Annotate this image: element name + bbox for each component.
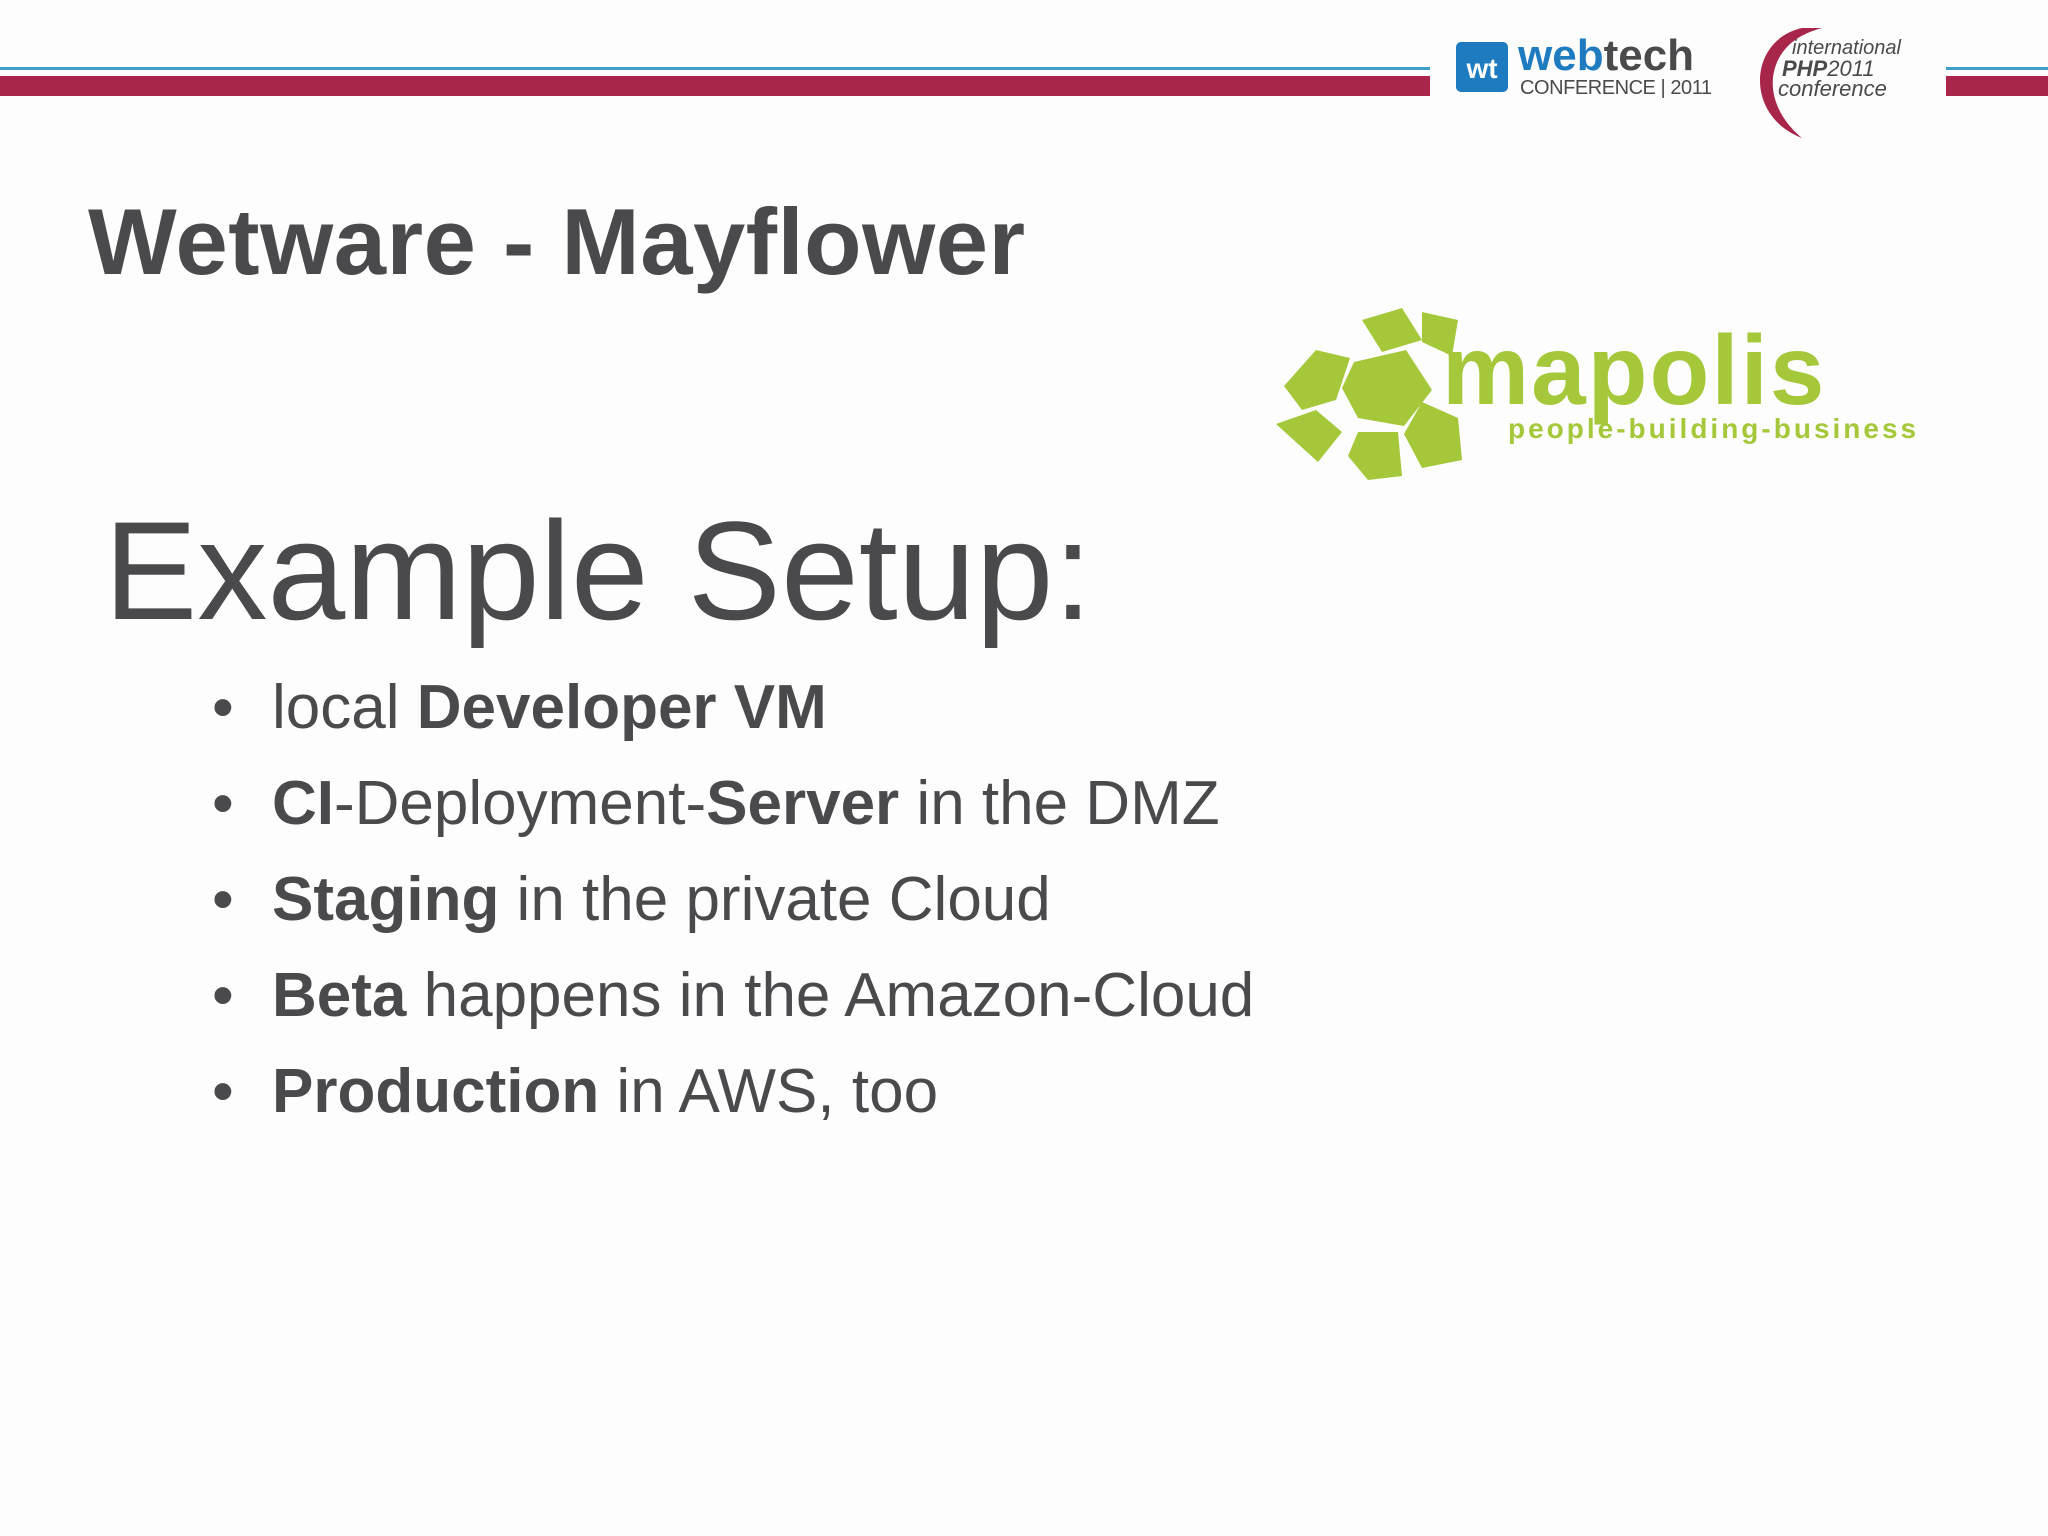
header-red-bar-right [1946, 76, 2048, 96]
webtech-logo-brand: webtech [1517, 34, 1694, 80]
bullet-dot-icon: • [212, 1057, 234, 1126]
webtech-logo-mark-text: wt [1465, 53, 1497, 84]
php-logo-line1: international [1792, 37, 1902, 59]
bullet-text: local [272, 673, 417, 742]
bullet-dot-icon: • [212, 769, 234, 838]
mapolis-flower-icon [1276, 308, 1462, 480]
webtech-logo-mark [1456, 42, 1508, 92]
bullet-text: in the private Cloud [499, 865, 1051, 934]
bullet-text-bold: Production [272, 1057, 600, 1126]
php-logo-swoosh [1759, 28, 1822, 138]
bullet-list: • local Developer VM • CI-Deployment-Server… [200, 660, 1254, 1140]
mapolis-wordmark: mapolis [1442, 315, 1826, 425]
mapolis-tagline: people-building-business [1508, 413, 1919, 444]
bullet-text: in AWS, too [599, 1057, 939, 1126]
bullet-item: • Production in AWS, too [200, 1044, 1254, 1140]
bullet-item: • CI-Deployment-Server in the DMZ [200, 756, 1254, 852]
bullet-text: happens in the Amazon-Cloud [406, 961, 1255, 1030]
header-red-bar-left [0, 76, 1430, 96]
bullet-text-bold: Beta [272, 961, 407, 1030]
bullet-dot-icon: • [212, 673, 234, 742]
header-blue-line-right [1946, 67, 2048, 70]
bullet-dot-icon: • [212, 865, 234, 934]
php-logo-line2: PHP2011 [1782, 56, 1875, 81]
slide-title: Wetware - Mayflower [88, 189, 1026, 294]
bullet-text-bold: Server [706, 769, 900, 838]
bullet-text: -Deployment- [334, 769, 707, 838]
bullet-dot-icon: • [212, 961, 234, 1030]
bullet-item: • local Developer VM [200, 660, 1254, 756]
bullet-text-bold: CI [272, 769, 334, 838]
webtech-logo-subtitle: CONFERENCE | 2011 [1520, 77, 1712, 99]
bullet-item: • Staging in the private Cloud [200, 852, 1254, 948]
webtech-conference-logo: wt webtech CONFERENCE | 2011 [1456, 34, 1712, 99]
bullet-text-bold: Developer VM [416, 673, 827, 742]
php-conference-logo: international PHP2011 conference [1759, 28, 1902, 138]
bullet-text: in the DMZ [899, 769, 1220, 838]
bullet-item: • Beta happens in the Amazon-Cloud [200, 948, 1254, 1044]
php-logo-line3: conference [1778, 76, 1887, 101]
section-heading: Example Setup: [104, 492, 1093, 649]
mapolis-logo: mapolis people-building-business [1276, 308, 1919, 480]
bullet-text-bold: Staging [272, 865, 500, 934]
header-blue-line-left [0, 67, 1430, 70]
